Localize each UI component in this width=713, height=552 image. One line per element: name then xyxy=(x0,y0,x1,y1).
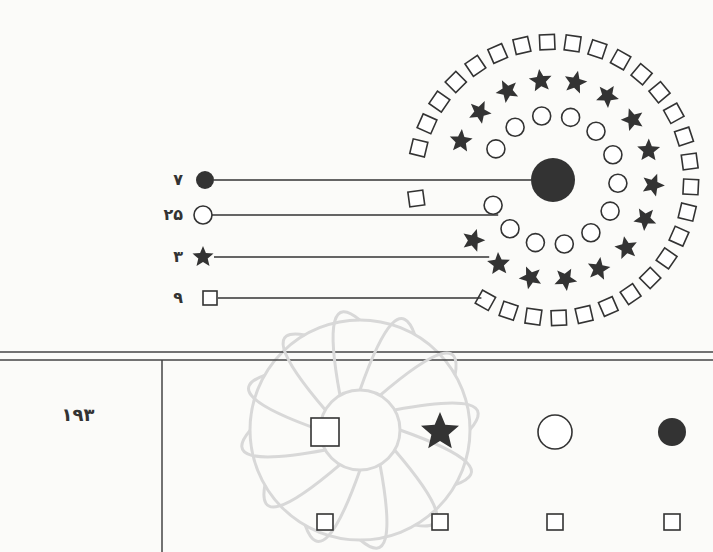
answer-box xyxy=(664,514,680,530)
circle-symbol xyxy=(562,108,580,126)
circle-symbol xyxy=(587,122,605,140)
square-symbol xyxy=(610,49,630,69)
watermark xyxy=(250,320,470,540)
circle-symbol xyxy=(555,235,573,253)
answer-square xyxy=(311,418,339,446)
watermark-petal xyxy=(305,470,360,541)
square-symbol xyxy=(417,114,437,134)
callout-number: ۳ xyxy=(171,247,185,266)
leader-line xyxy=(212,214,498,216)
watermark-petal xyxy=(333,312,360,396)
star-symbol xyxy=(529,69,552,91)
answer-box xyxy=(317,514,333,530)
divider-line xyxy=(0,359,713,361)
square-symbol xyxy=(649,82,670,103)
square-symbol xyxy=(640,267,661,288)
square-symbol xyxy=(588,40,607,59)
square-symbol xyxy=(475,290,495,310)
watermark-petal xyxy=(395,450,437,526)
square-symbol xyxy=(429,91,450,112)
square-symbol xyxy=(620,284,641,305)
square-symbol xyxy=(669,226,689,246)
star-symbol xyxy=(496,80,518,103)
callout-number: ۹ xyxy=(171,288,185,307)
square-symbol xyxy=(465,55,486,76)
circle-symbol xyxy=(601,202,619,220)
watermark-ring xyxy=(250,320,470,540)
star-symbol xyxy=(643,174,665,197)
star-symbol xyxy=(621,108,643,131)
square-symbol xyxy=(551,310,567,326)
square-symbol xyxy=(656,248,677,269)
leader-line xyxy=(218,297,481,299)
answer-box xyxy=(432,514,448,530)
square-symbol xyxy=(575,306,593,324)
square-symbol xyxy=(598,297,618,317)
leader-line xyxy=(214,256,489,258)
legend-dot xyxy=(196,171,214,189)
divider-line xyxy=(0,351,713,353)
square-symbol xyxy=(681,153,698,170)
center-dot xyxy=(531,158,575,202)
star-symbol xyxy=(637,139,660,161)
square-symbol xyxy=(539,34,555,50)
square-symbol xyxy=(408,190,425,207)
answer-star xyxy=(421,412,459,448)
callout-number: ۲۵ xyxy=(161,205,185,224)
watermark-petal xyxy=(360,465,387,549)
square-symbol xyxy=(664,103,684,123)
star-symbol xyxy=(633,209,656,231)
square-symbol xyxy=(631,64,652,85)
circle-symbol xyxy=(526,234,544,252)
star-symbol xyxy=(555,269,578,291)
star-symbol xyxy=(614,236,636,259)
square-symbol xyxy=(564,35,581,52)
circle-symbol xyxy=(533,107,551,125)
watermark-petal xyxy=(249,375,320,430)
star-symbol xyxy=(487,252,510,274)
square-symbol xyxy=(499,301,518,320)
leader-line xyxy=(214,179,531,181)
watermark-petal xyxy=(283,334,325,410)
callout-number: ۱۹۳ xyxy=(60,404,97,426)
star-symbol xyxy=(588,257,611,280)
legend-star xyxy=(193,246,214,266)
star-symbol xyxy=(596,86,619,108)
answer-circle xyxy=(538,415,572,449)
square-symbol xyxy=(678,203,696,221)
star-symbol xyxy=(469,101,491,124)
square-symbol xyxy=(410,139,428,157)
square-symbol xyxy=(513,37,531,55)
circle-symbol xyxy=(501,220,519,238)
legend-square xyxy=(203,291,217,305)
circle-symbol xyxy=(484,196,502,214)
circle-symbol xyxy=(506,118,524,136)
square-symbol xyxy=(675,127,694,146)
star-symbol xyxy=(450,129,473,151)
callout-number: ۷ xyxy=(171,170,185,189)
square-symbol xyxy=(488,44,508,64)
star-symbol xyxy=(464,229,486,252)
watermark-petal xyxy=(380,353,456,395)
square-symbol xyxy=(445,71,466,92)
answer-box xyxy=(547,514,563,530)
watermark-petal xyxy=(360,319,415,390)
star-symbol xyxy=(519,267,541,290)
answer-dot xyxy=(658,418,686,446)
circle-symbol xyxy=(582,224,600,242)
circle-symbol xyxy=(487,140,505,158)
square-symbol xyxy=(525,308,542,325)
square-symbol xyxy=(683,179,699,195)
star-symbol xyxy=(565,71,587,94)
watermark-petal xyxy=(264,465,340,507)
circle-symbol xyxy=(604,146,622,164)
column-divider xyxy=(161,360,163,552)
legend-circle xyxy=(194,206,212,224)
circle-symbol xyxy=(609,174,627,192)
